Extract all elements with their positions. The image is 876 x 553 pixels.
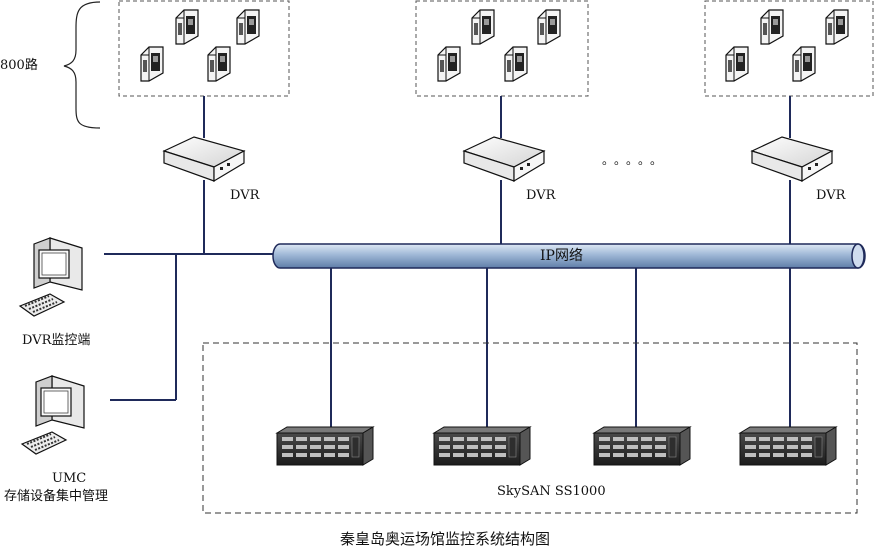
computer-icon — [19, 237, 83, 317]
network-label: IP网络 — [540, 248, 583, 264]
ip-network-pipe — [272, 243, 866, 269]
monitor-label: DVR监控端 — [22, 333, 90, 348]
camera-icon — [760, 9, 784, 45]
camera-icon — [207, 46, 231, 82]
camera-icon — [175, 9, 199, 45]
connection-lines — [104, 96, 791, 428]
camera-icon — [792, 46, 816, 82]
channel-brace — [63, 1, 101, 129]
dvr-label-3: DVR — [816, 188, 847, 203]
camera-group-1 — [118, 0, 290, 97]
storage-array-icon — [433, 426, 531, 466]
camera-group-3 — [704, 0, 874, 97]
ellipsis-label: 。。。。。 — [602, 153, 668, 167]
dvr-label-2: DVR — [526, 188, 557, 203]
camera-icon — [825, 9, 849, 45]
dvr-device-icon — [163, 136, 245, 182]
storage-array-icon — [276, 426, 374, 466]
camera-icon — [725, 46, 749, 82]
camera-icon — [437, 46, 461, 82]
dvr-label-1: DVR — [230, 188, 261, 203]
storage-array-icon — [593, 426, 691, 466]
camera-group-2 — [415, 0, 589, 97]
umc-label: UMC — [52, 471, 86, 486]
storage-array-icon — [739, 426, 837, 466]
umc-desc: 存储设备集中管理 — [4, 488, 108, 504]
camera-icon — [236, 9, 260, 45]
channel-count-label: 800路 — [0, 57, 38, 73]
computer-icon — [21, 375, 85, 455]
storage-label: SkySAN SS1000 — [497, 484, 606, 499]
camera-icon — [471, 9, 495, 45]
dvr-device-icon — [751, 136, 833, 182]
camera-icon — [140, 46, 164, 82]
camera-icon — [537, 9, 561, 45]
diagram-title: 秦皇岛奥运场馆监控系统结构图 — [340, 530, 550, 548]
camera-icon — [504, 46, 528, 82]
storage-group-box — [202, 342, 858, 514]
dvr-device-icon — [463, 136, 545, 182]
